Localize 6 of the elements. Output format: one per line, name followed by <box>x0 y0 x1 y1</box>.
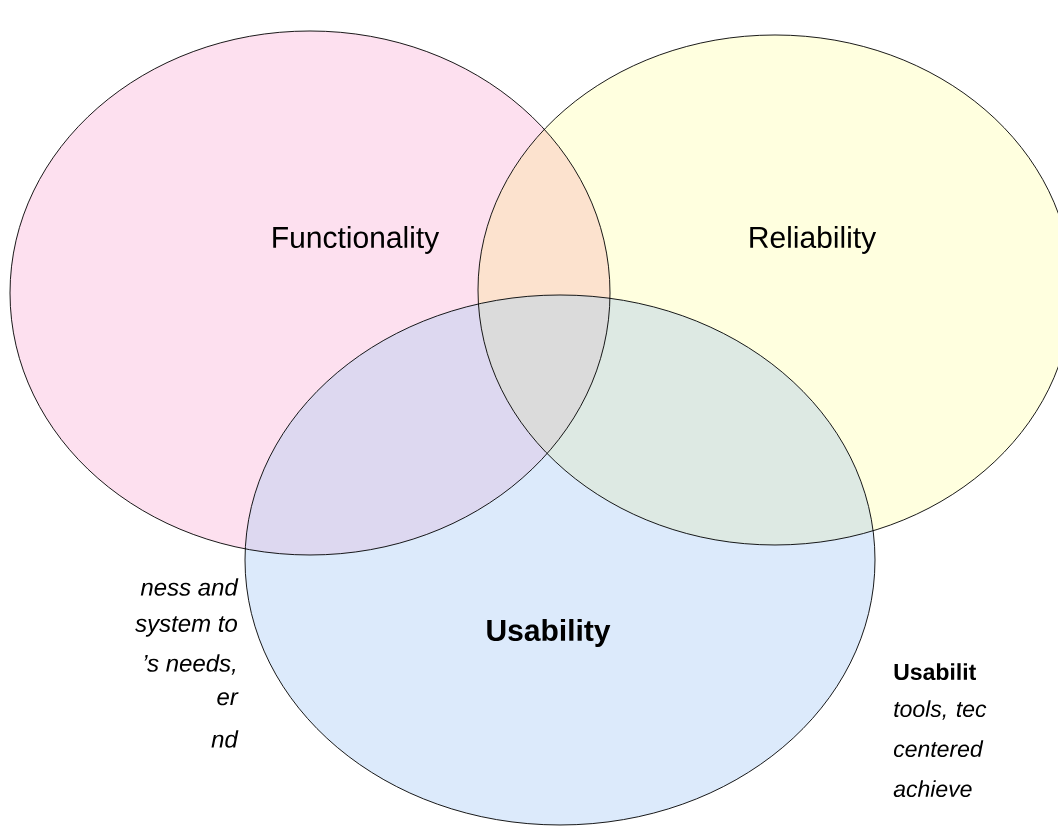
side-text: Usabilit tools, tec centered achieve <box>893 663 987 798</box>
circle-label: Reliability <box>750 226 877 254</box>
circle-label: Usability <box>487 619 611 647</box>
side-text: ness and <box>140 578 239 596</box>
circle-label: Functionality <box>273 226 440 254</box>
side-text: system to <box>135 616 237 637</box>
